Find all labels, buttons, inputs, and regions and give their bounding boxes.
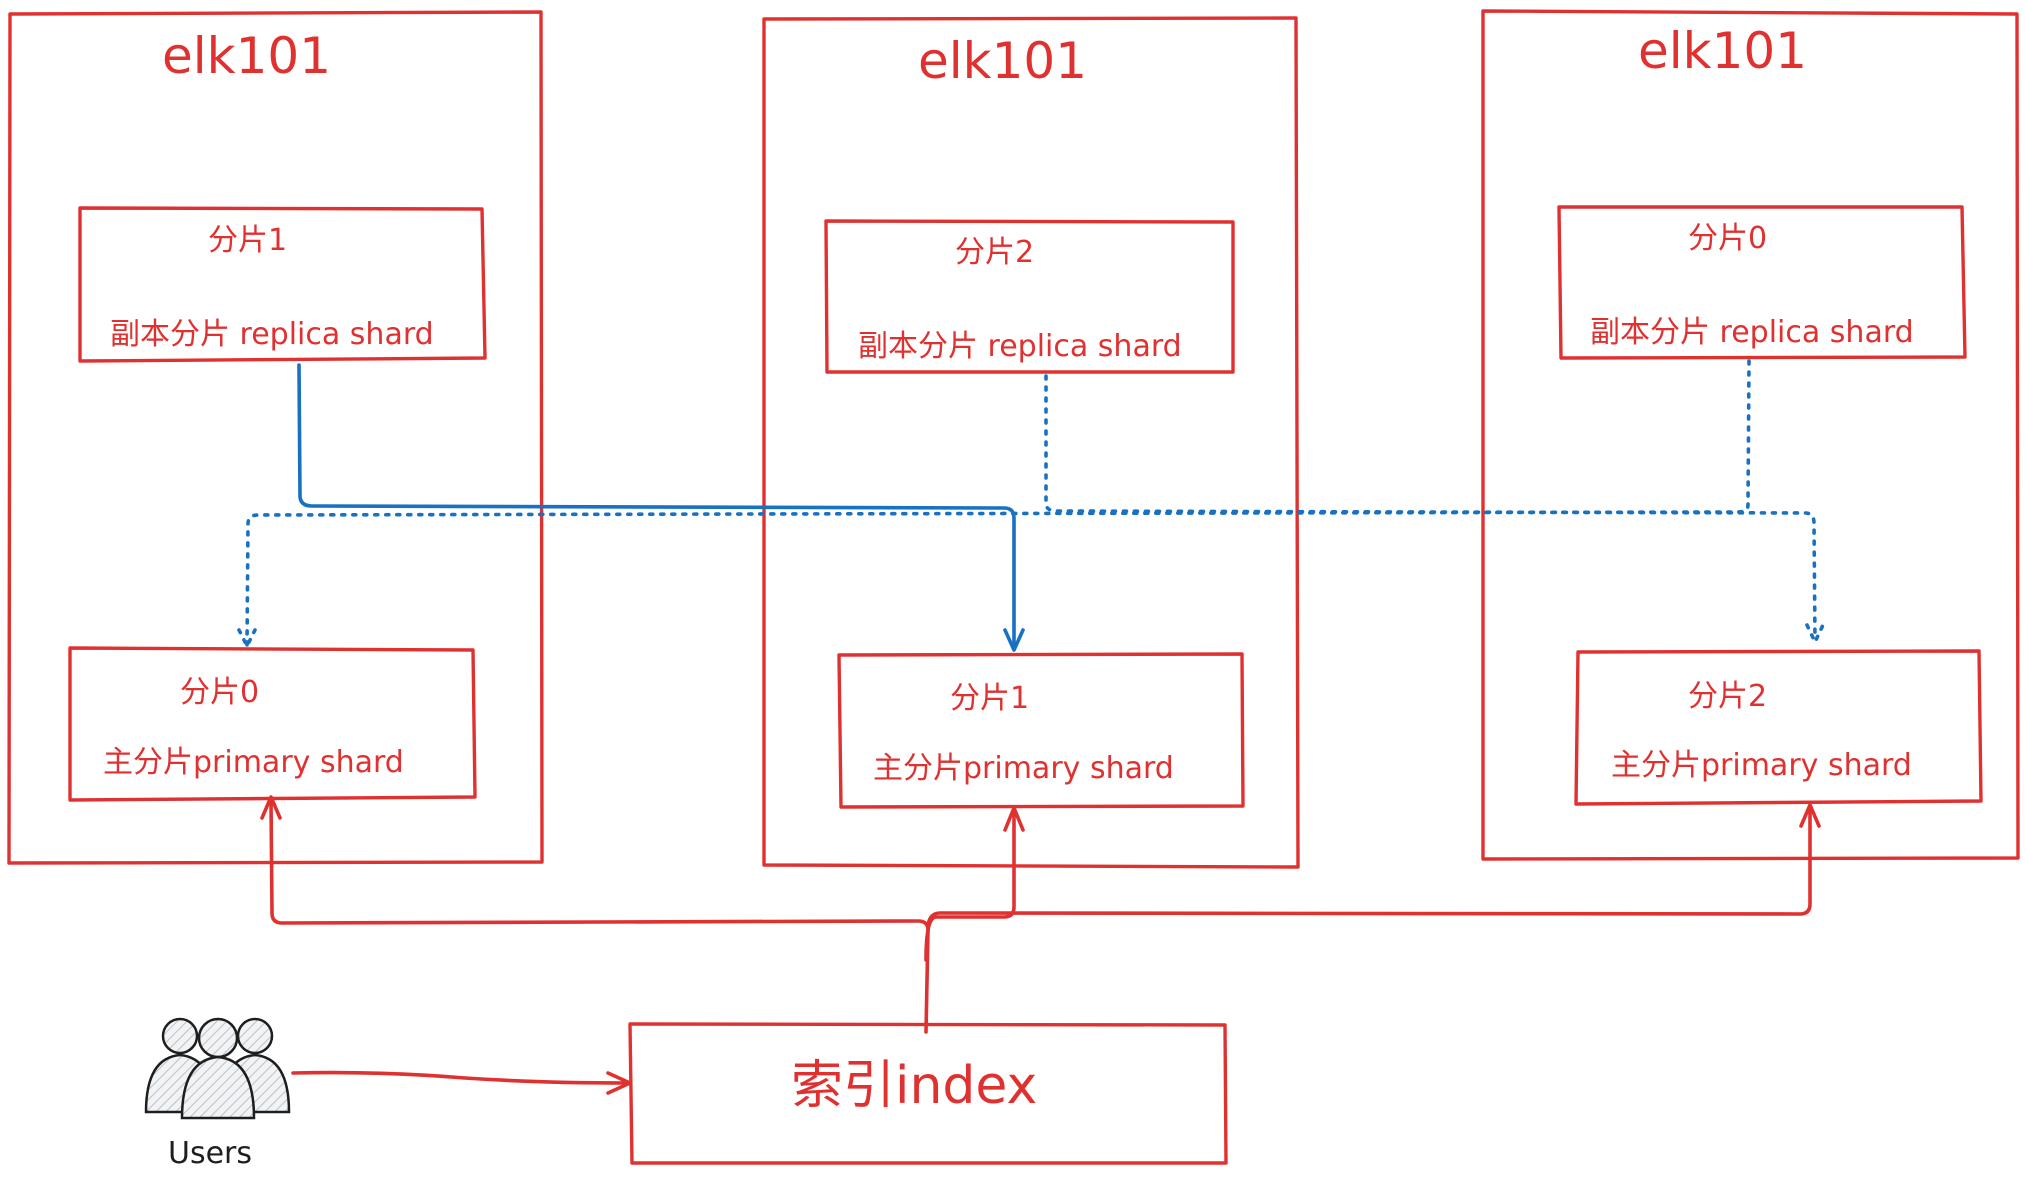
node-1-primary-id: 分片0	[180, 675, 259, 710]
node-3[interactable]: elk101 分片0 副本分片 replica shard 分片2 主分片pri…	[1481, 9, 2020, 861]
node-2-primary-shard[interactable]: 分片1 主分片primary shard	[837, 652, 1245, 809]
replication-arrow-shard2	[1044, 374, 1825, 644]
node-1-frame	[7, 10, 544, 865]
users-icon	[144, 1017, 291, 1120]
index-to-primary-shard-0	[260, 795, 930, 1034]
node-1-title: elk101	[162, 27, 331, 85]
users-label: Users	[168, 1136, 252, 1171]
node-3-frame	[1481, 9, 2020, 861]
node-2-replica-label: 副本分片 replica shard	[858, 329, 1182, 364]
users-to-index-arrow	[291, 1070, 632, 1095]
node-3-title: elk101	[1638, 22, 1807, 80]
node-3-replica-frame	[1557, 205, 1967, 360]
node-1[interactable]: elk101 分片1 副本分片 replica shard 分片0 主分片pri…	[7, 10, 544, 865]
index-box[interactable]: 索引index	[628, 1022, 1228, 1165]
index-frame	[628, 1022, 1228, 1165]
node-2-title: elk101	[918, 32, 1087, 90]
index-label: 索引index	[791, 1056, 1037, 1116]
node-2[interactable]: elk101 分片2 副本分片 replica shard 分片1 主分片pri…	[762, 16, 1300, 869]
node-3-primary-shard[interactable]: 分片2 主分片primary shard	[1574, 649, 1983, 806]
node-1-replica-frame	[78, 206, 487, 363]
node-2-primary-frame	[837, 652, 1245, 809]
node-1-replica-shard[interactable]: 分片1 副本分片 replica shard	[78, 206, 487, 363]
node-3-primary-label: 主分片primary shard	[1611, 748, 1912, 783]
node-2-frame	[762, 16, 1300, 869]
replication-arrow-shard1	[297, 363, 1025, 652]
node-2-primary-label: 主分片primary shard	[873, 751, 1174, 786]
node-2-primary-id: 分片1	[950, 681, 1029, 716]
node-1-replica-id: 分片1	[208, 223, 287, 258]
node-1-primary-shard[interactable]: 分片0 主分片primary shard	[68, 646, 477, 802]
index-to-primary-shard-2	[926, 803, 1821, 927]
index-to-primary-shard-1	[924, 806, 1025, 962]
node-1-replica-label: 副本分片 replica shard	[110, 317, 434, 352]
node-3-primary-frame	[1574, 649, 1983, 806]
node-1-primary-label: 主分片primary shard	[103, 745, 404, 780]
node-1-primary-frame	[68, 646, 477, 802]
node-2-replica-shard[interactable]: 分片2 副本分片 replica shard	[824, 219, 1235, 374]
replication-arrow-shard0	[237, 359, 1751, 648]
node-3-replica-label: 副本分片 replica shard	[1590, 315, 1914, 350]
node-3-replica-shard[interactable]: 分片0 副本分片 replica shard	[1557, 205, 1967, 360]
node-2-replica-frame	[824, 219, 1235, 374]
node-3-replica-id: 分片0	[1688, 221, 1767, 256]
node-3-primary-id: 分片2	[1688, 679, 1767, 714]
node-2-replica-id: 分片2	[955, 235, 1034, 270]
